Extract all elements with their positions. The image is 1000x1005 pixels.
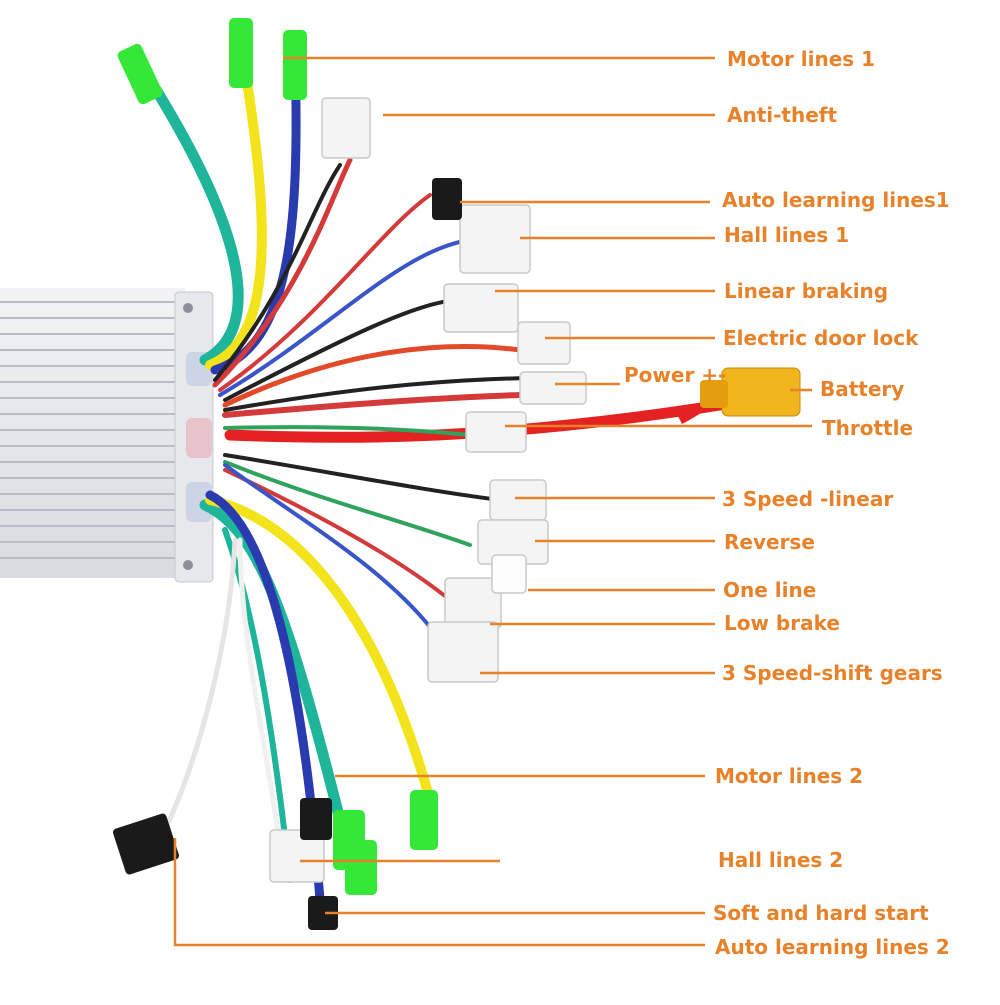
label-throttle: Throttle	[822, 416, 914, 440]
label-power: Power +-	[624, 363, 727, 387]
controller-housing	[0, 288, 214, 583]
label-linear-braking: Linear braking	[724, 279, 889, 303]
label-electric-door-lock: Electric door lock	[723, 326, 919, 350]
label-3-speed-linear: 3 Speed -linear	[722, 487, 894, 511]
motor-connectors-lower	[333, 790, 438, 895]
label-auto-learning-lines-2: Auto learning lines 2	[715, 935, 950, 959]
battery-connector	[677, 367, 801, 425]
black-connectors	[112, 178, 462, 930]
label-motor-lines-2: Motor lines 2	[715, 764, 864, 788]
label-motor-lines-1: Motor lines 1	[727, 47, 876, 71]
signal-wires	[212, 157, 726, 642]
label-reverse: Reverse	[724, 530, 815, 554]
motor-connectors-upper	[117, 18, 307, 105]
connector-housings	[269, 97, 587, 883]
label-hall-lines-2: Hall lines 2	[718, 848, 844, 872]
label-battery: Battery	[820, 377, 905, 401]
label-low-brake: Low brake	[724, 611, 840, 635]
callout-lines	[173, 56, 812, 947]
label-soft-hard-start: Soft and hard start	[713, 901, 929, 925]
label-one-line: One line	[723, 578, 817, 602]
label-auto-learning-lines-1: Auto learning lines1	[722, 188, 950, 212]
label-hall-lines-1: Hall lines 1	[724, 223, 850, 247]
motor-wires-lower	[157, 490, 435, 905]
label-3-speed-shift-gears: 3 Speed-shift gears	[722, 661, 943, 685]
label-anti-theft: Anti-theft	[727, 103, 838, 127]
